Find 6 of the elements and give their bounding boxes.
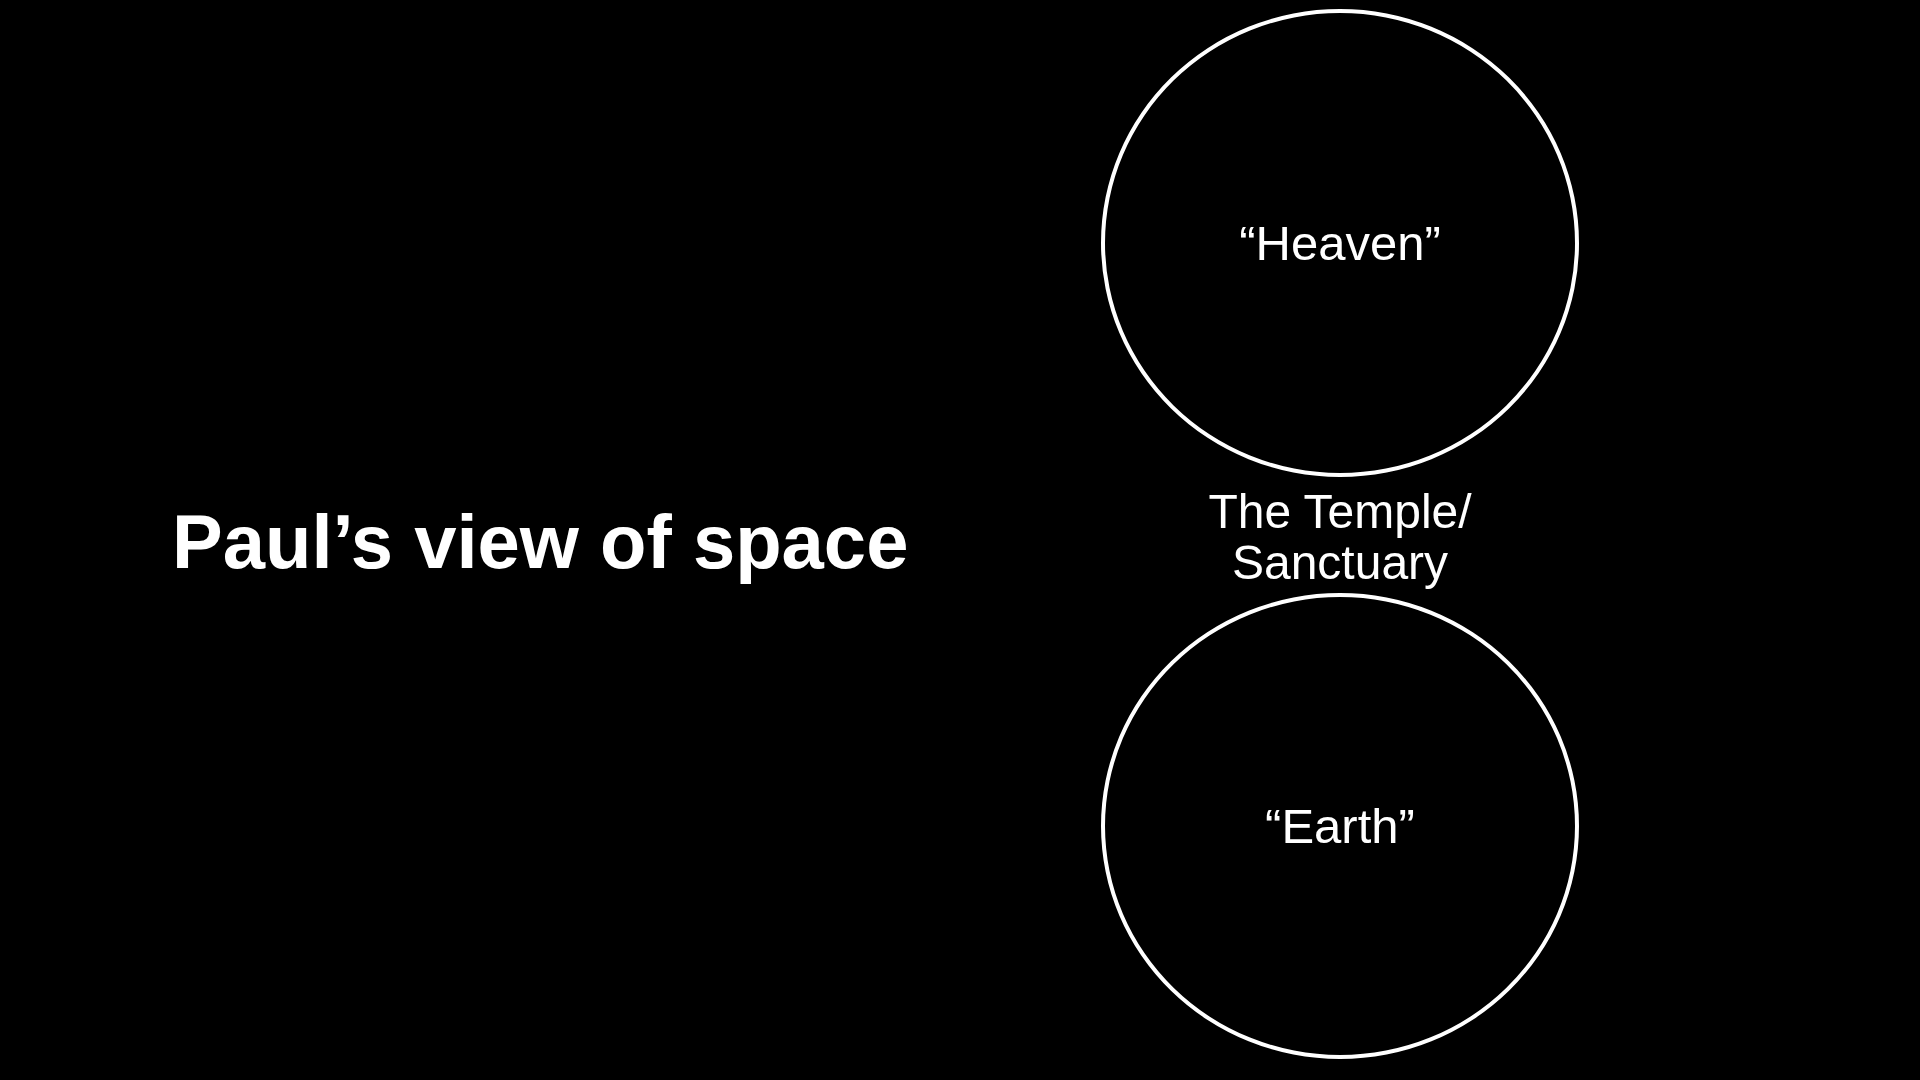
circle bbox=[1101, 9, 1579, 477]
circle bbox=[1101, 593, 1579, 1059]
circle-label: “Earth” bbox=[1265, 798, 1415, 854]
circle-label: “Heaven” bbox=[1239, 215, 1441, 271]
slide-title: Paul’s view of space bbox=[172, 498, 910, 586]
text-label: The Temple/ Sanctuary bbox=[1207, 486, 1473, 588]
